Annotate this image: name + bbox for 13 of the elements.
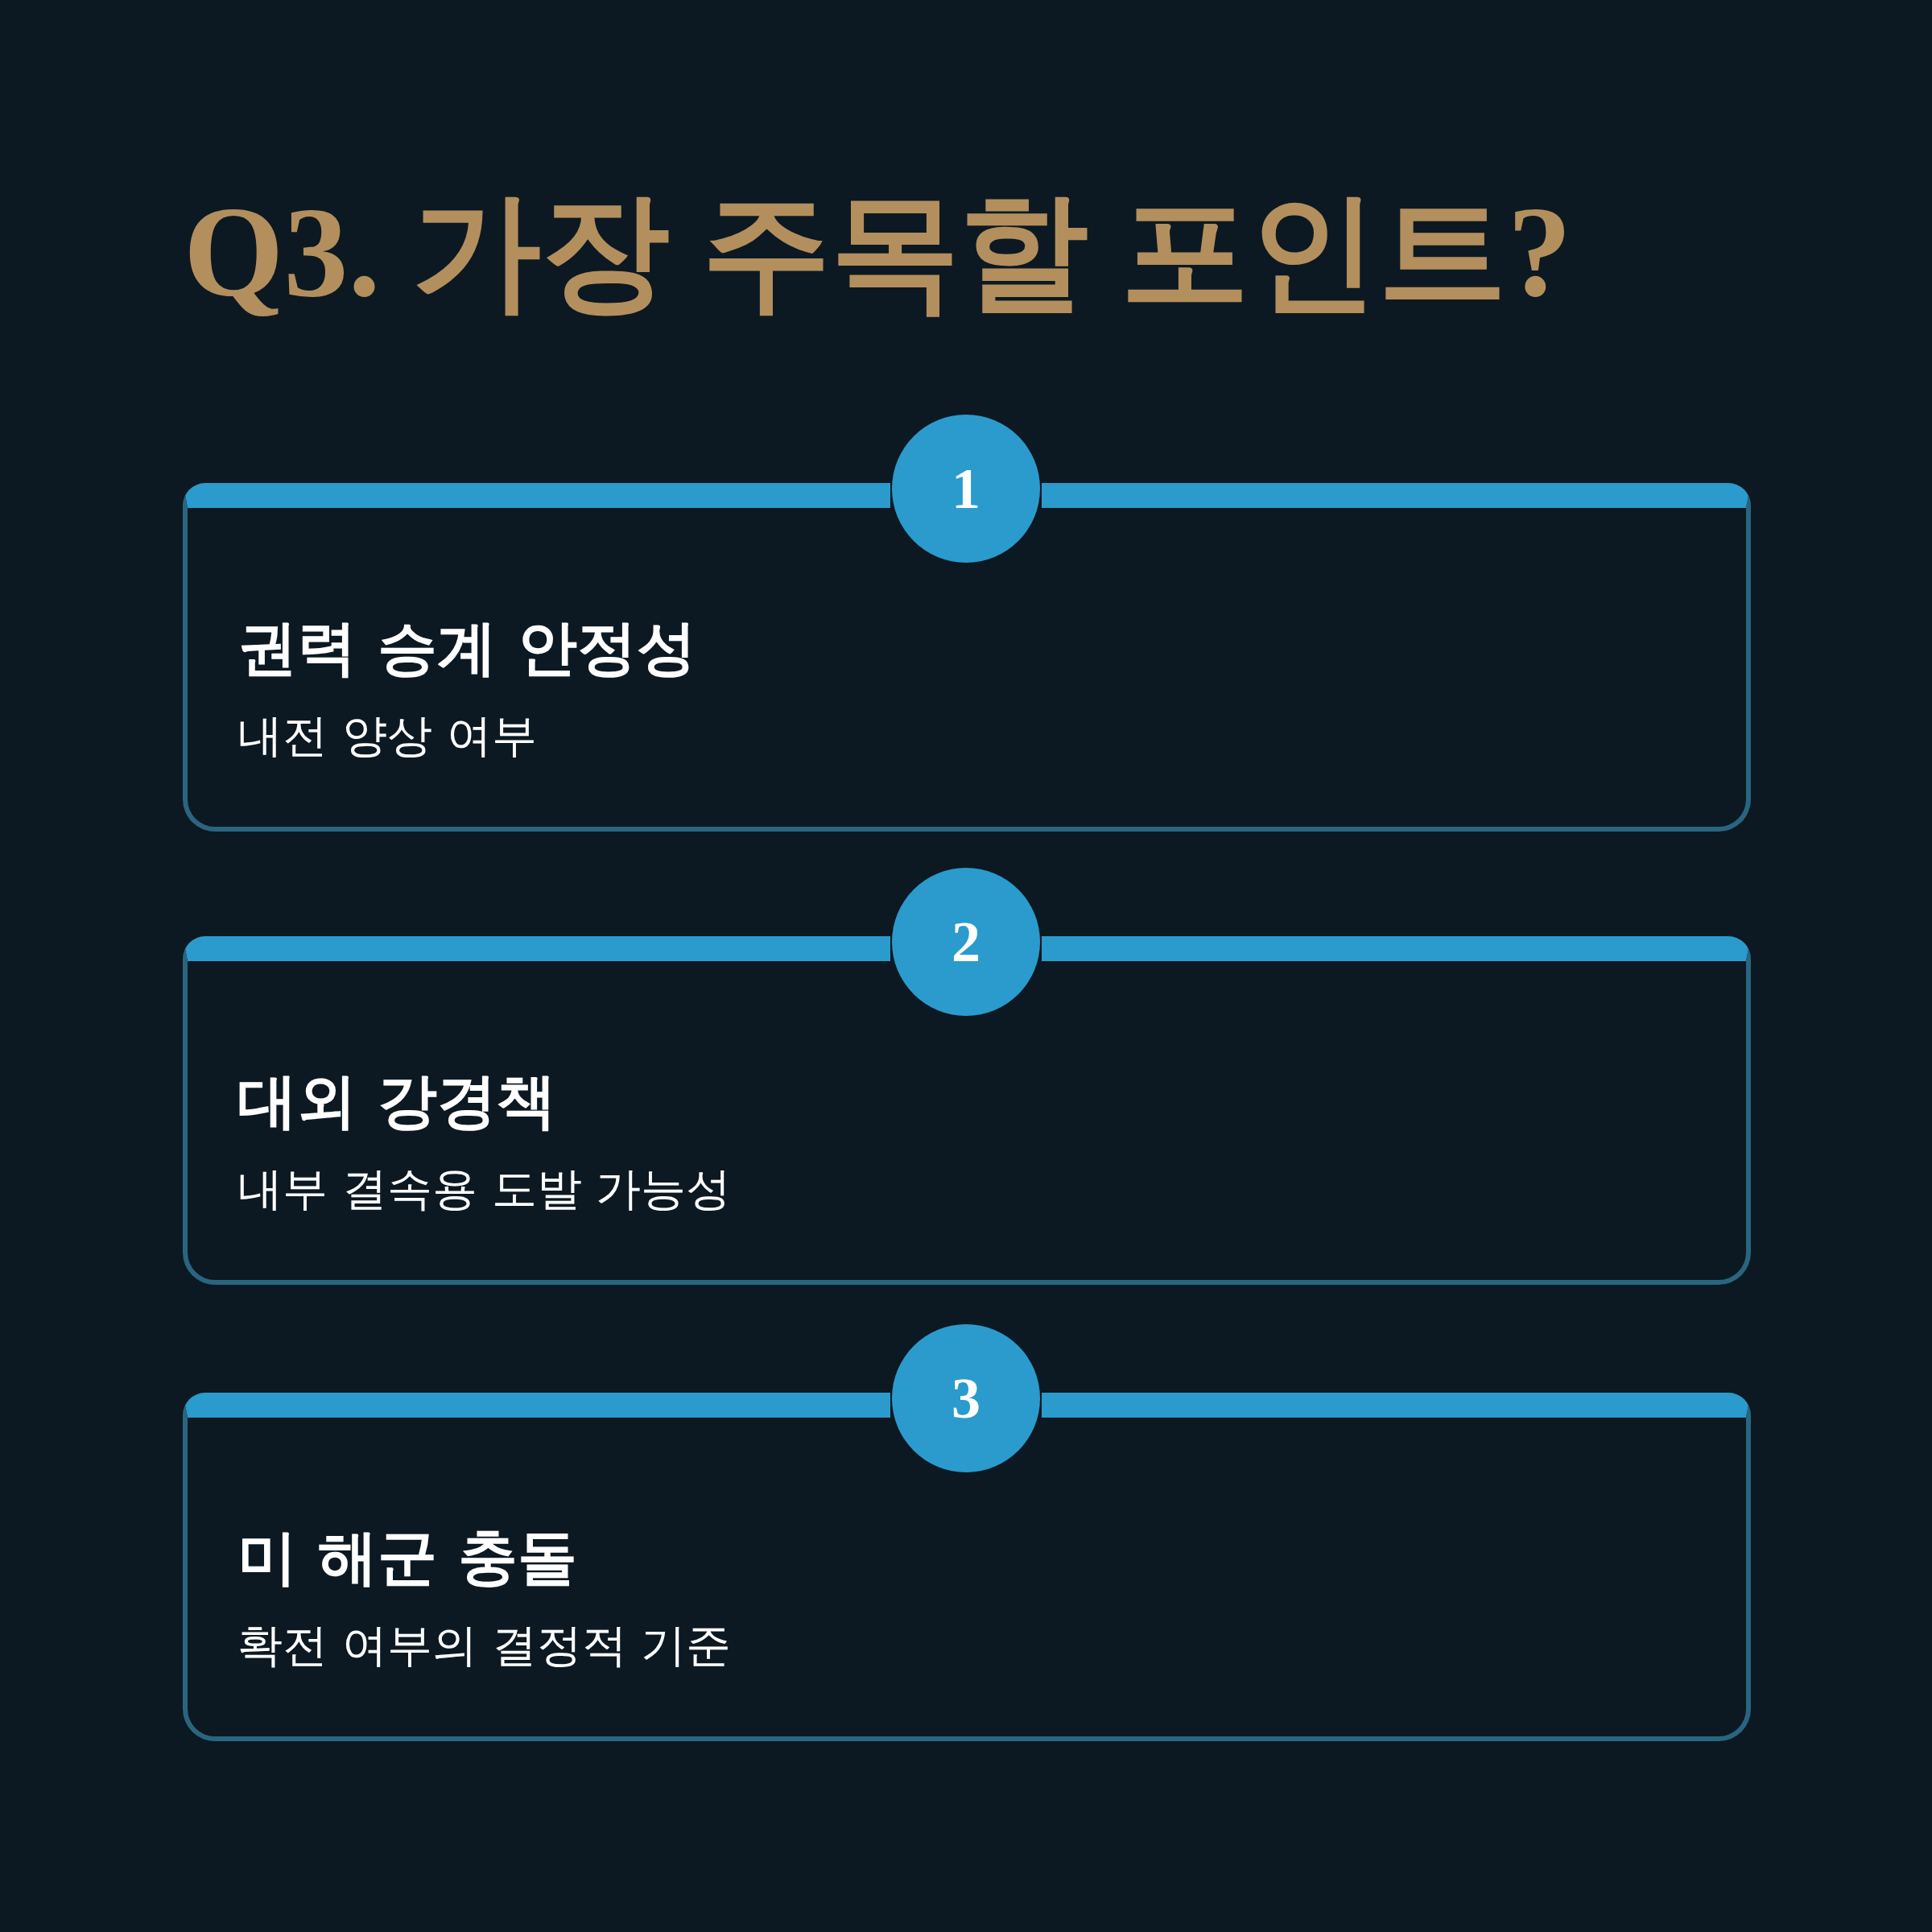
card <box>183 1017 1751 1285</box>
card <box>183 564 1751 832</box>
card <box>183 1473 1751 1741</box>
card-description: 내전 양상 여부 <box>237 708 537 763</box>
title: Q3. 가장 주목할 포인트? <box>184 181 1572 323</box>
number-circle: 3 <box>892 1324 1040 1472</box>
number-circle: 2 <box>892 868 1040 1016</box>
card-heading: 대외 강경책 <box>237 1065 556 1137</box>
card-description: 확전 여부의 결정적 기준 <box>237 1618 732 1673</box>
card-heading: 권력 승계 안정성 <box>237 612 696 683</box>
number-circle: 1 <box>892 415 1040 563</box>
card-description: 내부 결속용 도발 가능성 <box>237 1162 732 1216</box>
card-heading: 미 해군 충돌 <box>237 1521 577 1593</box>
